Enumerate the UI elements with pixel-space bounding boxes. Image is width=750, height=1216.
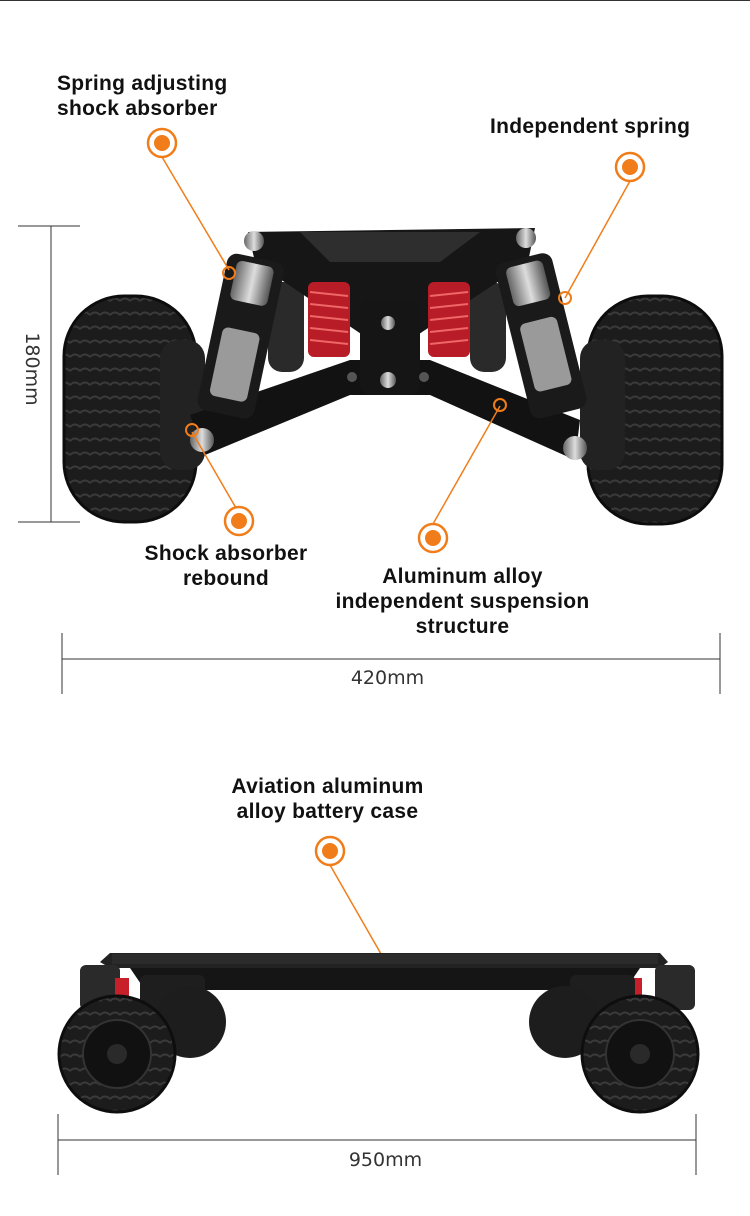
top-bracket	[248, 228, 535, 340]
marker-shock-rebound	[185, 423, 255, 537]
dimension-lines-top	[18, 225, 721, 694]
marker-spring-adjusting	[146, 127, 236, 280]
left-wheel	[62, 294, 205, 524]
marker-aluminum-suspension	[417, 398, 507, 554]
rear-wheel-right	[470, 282, 506, 372]
truck-assembly	[62, 228, 724, 526]
dimension-lines-bottom	[57, 1114, 697, 1175]
label-battery-case: Aviation aluminum alloy battery case	[231, 775, 424, 823]
center-springs	[308, 282, 470, 357]
callout-markers	[146, 127, 646, 989]
side-wheel-right	[580, 994, 700, 1114]
label-aluminum-suspension: Aluminum alloy independent suspension st…	[335, 565, 590, 638]
top-border-line	[0, 0, 750, 1]
suspension-arm	[190, 360, 580, 460]
label-spring-adjusting: Spring adjusting shock absorber	[57, 72, 228, 120]
label-independent-spring: Independent spring	[490, 115, 691, 138]
right-wheel	[580, 294, 724, 526]
side-wheel-left	[57, 994, 177, 1114]
dimension-width: 420mm	[350, 667, 425, 689]
dimension-length: 950mm	[348, 1149, 423, 1171]
left-shock-absorber	[190, 231, 284, 452]
dimension-height: 180mm	[21, 332, 43, 406]
label-shock-rebound: Shock absorber rebound	[144, 542, 308, 590]
marker-independent-spring	[558, 151, 646, 305]
right-shock-absorber	[495, 228, 587, 460]
skateboard-side-view	[57, 953, 700, 1114]
battery-case	[130, 968, 640, 990]
